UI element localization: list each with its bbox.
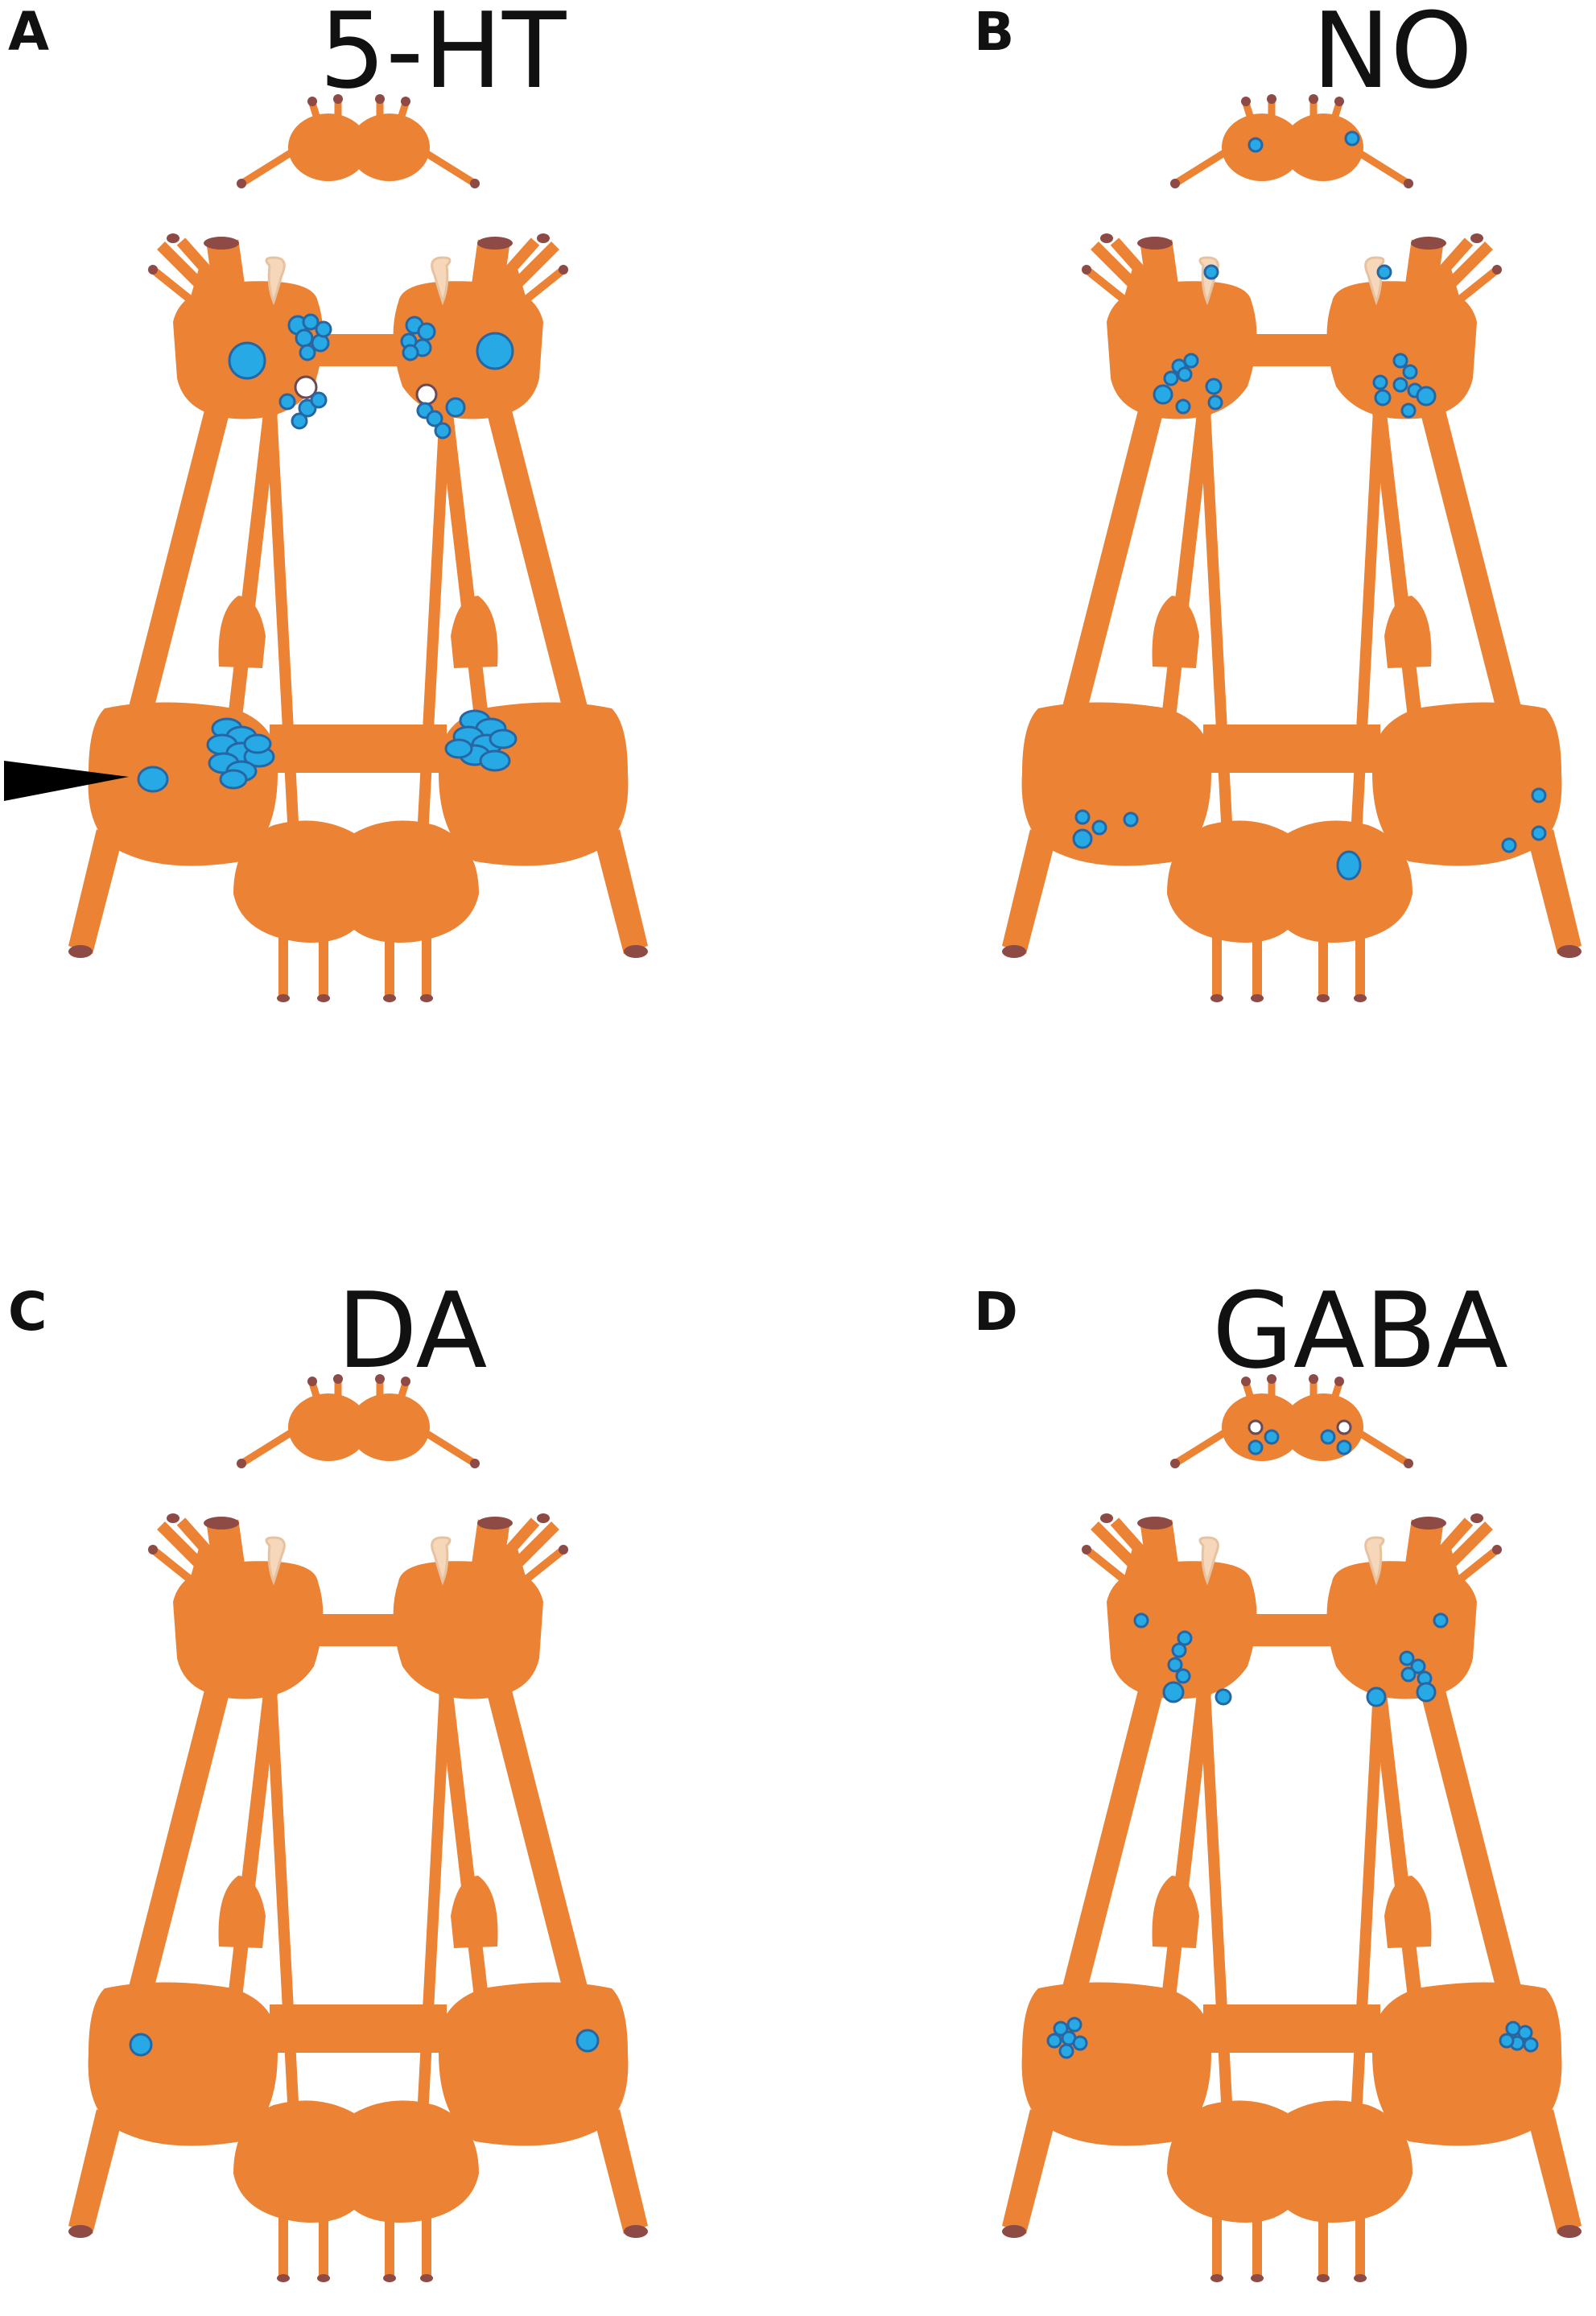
panel-title: NO <box>1312 0 1473 112</box>
panel-title: DA <box>337 1269 488 1392</box>
panel-letter: A <box>8 1 49 63</box>
panel-d: D GABA <box>974 1269 1582 2282</box>
panel-letter: B <box>974 1 1014 63</box>
labeled-cells <box>129 2029 600 2057</box>
panel-title: GABA <box>1212 1269 1508 1392</box>
ganglia-outline <box>68 1374 648 2282</box>
ganglia-outline <box>68 94 648 1002</box>
panel-letter: D <box>974 1281 1018 1343</box>
panel-letter: C <box>8 1281 47 1343</box>
labeled-cells <box>1046 1419 1539 2059</box>
panel-a: A 5-HT <box>4 0 648 1002</box>
labeled-cells <box>137 313 518 793</box>
panel-title: 5-HT <box>320 0 567 112</box>
ganglia-outline <box>1002 1374 1582 2282</box>
ganglia-outline <box>1002 94 1582 1002</box>
arrowhead-icon <box>4 761 129 801</box>
panel-c: C DA <box>8 1269 648 2282</box>
labeled-cells <box>1072 130 1547 881</box>
panel-b: B NO <box>974 0 1582 1002</box>
